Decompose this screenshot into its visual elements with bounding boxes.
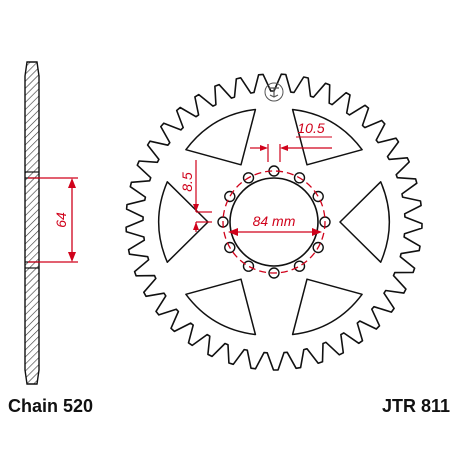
sprocket-front-view xyxy=(125,73,423,371)
bolt-hole xyxy=(224,190,236,203)
sprocket-outline xyxy=(125,73,423,371)
bolt-hole xyxy=(242,260,255,272)
cutout xyxy=(339,181,391,263)
side-profile-view xyxy=(24,61,40,385)
cutout xyxy=(291,108,363,166)
pcd-label: 84 mm xyxy=(253,213,296,229)
offset-label: 8.5 xyxy=(179,172,195,192)
cutout xyxy=(185,278,257,336)
hole-diameter-label: 10.5 xyxy=(297,120,324,136)
hub-depth-dimension xyxy=(28,177,78,263)
cutout xyxy=(291,278,363,336)
pcd-dimension-line xyxy=(228,228,322,236)
pcd-circle xyxy=(222,170,326,274)
cutout xyxy=(185,108,257,166)
jt-logo-icon xyxy=(264,82,284,102)
bolt-hole xyxy=(293,260,306,272)
bolt-hole xyxy=(312,190,324,203)
hole-diameter-dimension xyxy=(250,136,332,162)
hub-depth-label: 64 xyxy=(53,212,69,228)
side-profile-shape xyxy=(24,61,40,385)
part-number: JTR 811 xyxy=(382,396,450,416)
cutouts xyxy=(157,108,391,336)
center-bore xyxy=(229,177,319,267)
chain-label: Chain 520 xyxy=(8,396,93,416)
cutout xyxy=(157,181,209,263)
offset-dimension xyxy=(193,160,212,232)
